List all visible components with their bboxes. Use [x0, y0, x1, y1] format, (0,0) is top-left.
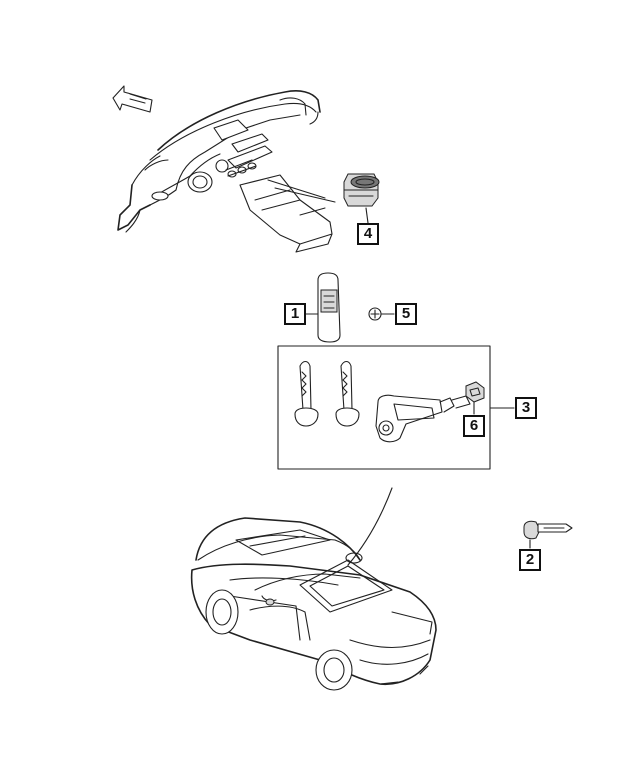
part-5-circle-plus — [368, 307, 395, 321]
part-4-ignition-switch — [343, 173, 380, 224]
car-illustration — [190, 517, 437, 691]
part-2-key-blank — [523, 520, 573, 549]
callout-6: 6 — [463, 415, 485, 437]
callout-3: 3 — [515, 397, 537, 419]
callout-5: 5 — [395, 303, 417, 325]
callout-4: 4 — [357, 223, 379, 245]
dashboard-illustration — [117, 90, 336, 253]
kit-key-left — [294, 360, 319, 427]
callout-2: 2 — [519, 549, 541, 571]
callout-1: 1 — [284, 303, 306, 325]
kit-key-right — [335, 360, 360, 427]
car-leader-line — [347, 487, 393, 566]
view-direction-arrow-icon — [112, 85, 153, 113]
kit-door-lock-cylinder — [375, 381, 485, 443]
part-1-key-fob — [305, 272, 341, 343]
